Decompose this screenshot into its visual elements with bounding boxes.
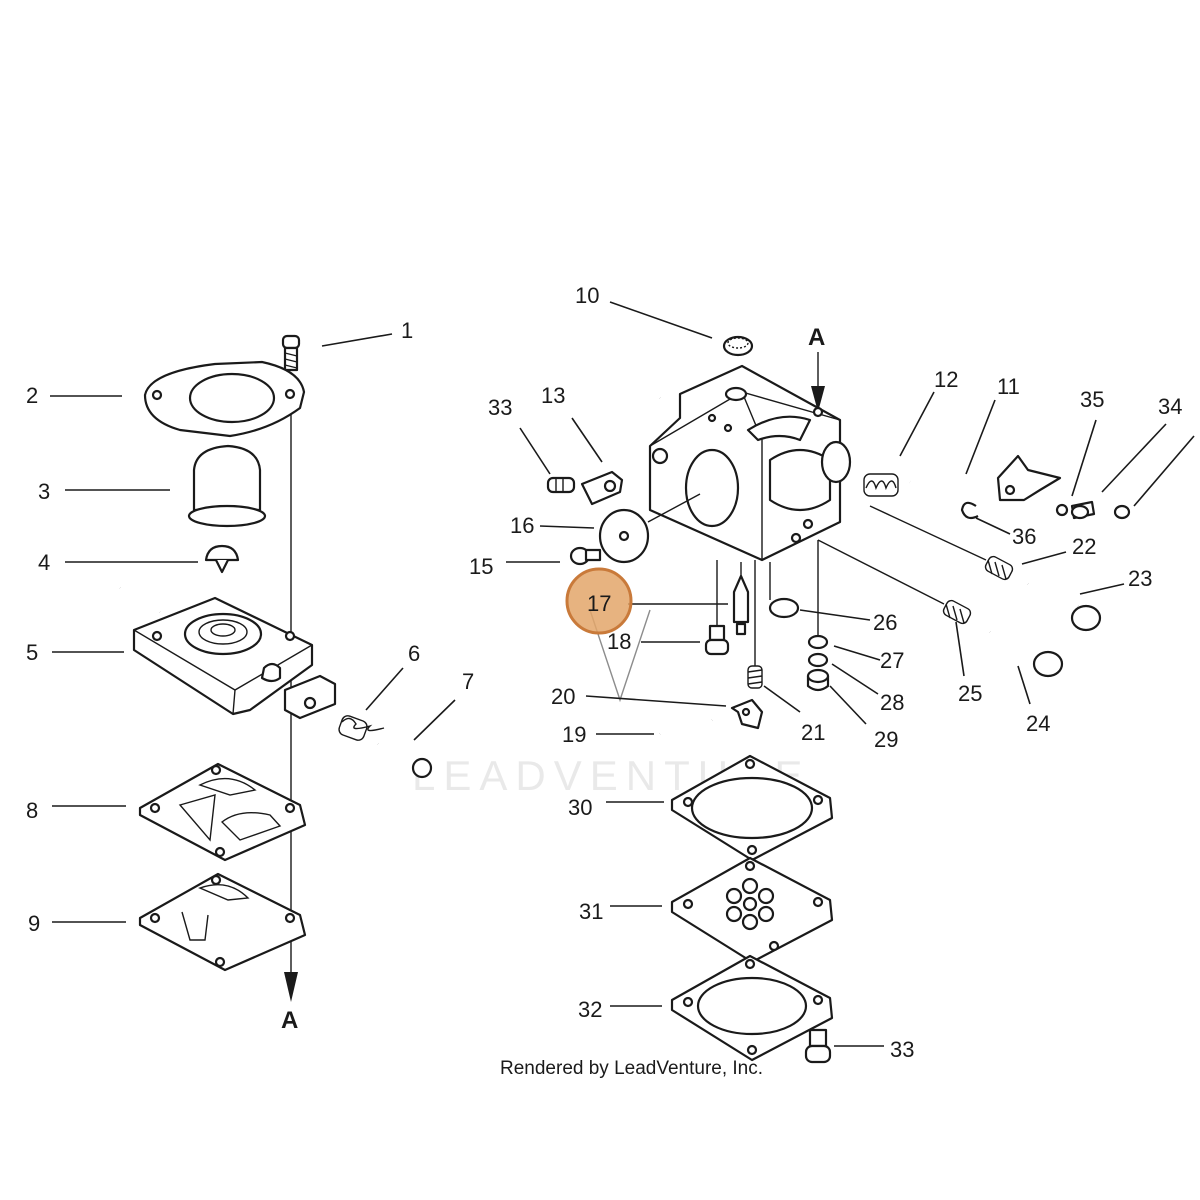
callout-6[interactable]: 6 <box>408 641 420 666</box>
callout-18[interactable]: 18 <box>607 629 631 654</box>
part-8-diaphragm[interactable] <box>138 762 307 862</box>
callout-29[interactable]: 29 <box>874 727 898 752</box>
callout-12[interactable]: 12 <box>934 367 958 392</box>
callout-30[interactable]: 30 <box>568 795 592 820</box>
callout-22[interactable]: 22 <box>1072 534 1096 559</box>
part-2-gasket[interactable] <box>143 360 306 438</box>
callout-26[interactable]: 26 <box>873 610 897 635</box>
part-12-spring[interactable] <box>863 473 899 497</box>
callout-23[interactable]: 23 <box>1128 566 1152 591</box>
part-18-screw[interactable] <box>704 624 730 656</box>
left-assembly <box>118 334 433 1002</box>
part-21-spring[interactable] <box>747 665 763 689</box>
callout-19[interactable]: 19 <box>562 722 586 747</box>
part-7-screw[interactable] <box>377 742 433 779</box>
arrow-label-top: A <box>808 324 825 351</box>
callout-8[interactable]: 8 <box>26 798 38 823</box>
part-25-spring[interactable] <box>942 599 972 625</box>
part-28-ring[interactable] <box>807 652 829 668</box>
part-36-clip[interactable] <box>960 501 979 520</box>
callout-24[interactable]: 24 <box>1026 711 1050 736</box>
part-29-cap[interactable] <box>806 668 830 692</box>
credit-text: Rendered by LeadVenture, Inc. <box>500 1058 763 1079</box>
callout-34[interactable]: 34 <box>1158 394 1182 419</box>
callout-5[interactable]: 5 <box>26 640 38 665</box>
arrow-label-bottom: A <box>281 1007 298 1034</box>
part-23-screw[interactable] <box>1026 581 1102 632</box>
part-9-gasket[interactable] <box>138 872 307 972</box>
part-27-ring[interactable] <box>807 634 829 650</box>
part-30-gasket[interactable] <box>670 754 834 862</box>
part-16-throttle-plate[interactable] <box>598 508 650 564</box>
callout-13[interactable]: 13 <box>541 383 565 408</box>
part-22-spring[interactable] <box>984 555 1014 581</box>
callout-32[interactable]: 32 <box>578 997 602 1022</box>
callout-4[interactable]: 4 <box>38 550 50 575</box>
callout-7[interactable]: 7 <box>462 669 474 694</box>
part-5-pump-body[interactable] <box>118 585 337 720</box>
part-26-disc[interactable] <box>768 597 800 619</box>
part-1-screw[interactable] <box>281 334 301 372</box>
part-6-spring[interactable] <box>337 714 385 742</box>
part-19-pin[interactable] <box>659 718 713 736</box>
callout-10[interactable]: 10 <box>575 283 599 308</box>
callout-9[interactable]: 9 <box>28 911 40 936</box>
callout-25[interactable]: 25 <box>958 681 982 706</box>
highlight-ring-17 <box>565 567 633 635</box>
part-15-screw[interactable] <box>569 546 602 566</box>
callout-33-upper[interactable]: 33 <box>488 395 512 420</box>
part-24-screw[interactable] <box>988 629 1064 678</box>
part-34-clip[interactable] <box>1113 504 1131 520</box>
callout-27[interactable]: 27 <box>880 648 904 673</box>
callout-28[interactable]: 28 <box>880 690 904 715</box>
right-assembly <box>546 335 1131 1064</box>
callout-35[interactable]: 35 <box>1080 387 1104 412</box>
callout-15[interactable]: 15 <box>469 554 493 579</box>
part-4-check-valve[interactable] <box>204 544 240 574</box>
callout-33-lower[interactable]: 33 <box>890 1037 914 1062</box>
part-33-screw-upper[interactable] <box>546 476 576 494</box>
callout-3[interactable]: 3 <box>38 479 50 504</box>
callout-16[interactable]: 16 <box>510 513 534 538</box>
callout-2[interactable]: 2 <box>26 383 38 408</box>
part-35-screw[interactable] <box>1055 500 1096 520</box>
callout-11[interactable]: 11 <box>997 374 1020 399</box>
part-20-lever[interactable] <box>730 698 764 730</box>
callout-17[interactable]: 17 <box>587 591 611 616</box>
part-32-gasket[interactable] <box>670 954 834 1062</box>
part-10-filter-screen[interactable] <box>722 335 754 357</box>
part-11-throttle-shaft[interactable] <box>909 454 1062 502</box>
callout-1[interactable]: 1 <box>401 318 413 343</box>
carburetor-body[interactable] <box>648 364 852 562</box>
callout-36[interactable]: 36 <box>1012 524 1036 549</box>
part-31-diaphragm[interactable] <box>670 856 834 964</box>
callout-labels: 1 2 3 4 5 6 7 8 9 10 11 12 13 33 16 15 1… <box>26 283 1182 1062</box>
part-13-plate[interactable] <box>580 470 624 506</box>
callout-20[interactable]: 20 <box>551 684 575 709</box>
callout-31[interactable]: 31 <box>579 899 603 924</box>
part-3-primer-bulb[interactable] <box>187 444 267 528</box>
part-17-inlet-needle[interactable] <box>732 574 750 636</box>
callout-21[interactable]: 21 <box>801 720 825 745</box>
part-33-screw-lower[interactable] <box>804 1028 832 1064</box>
leader-lines <box>50 301 1195 1047</box>
